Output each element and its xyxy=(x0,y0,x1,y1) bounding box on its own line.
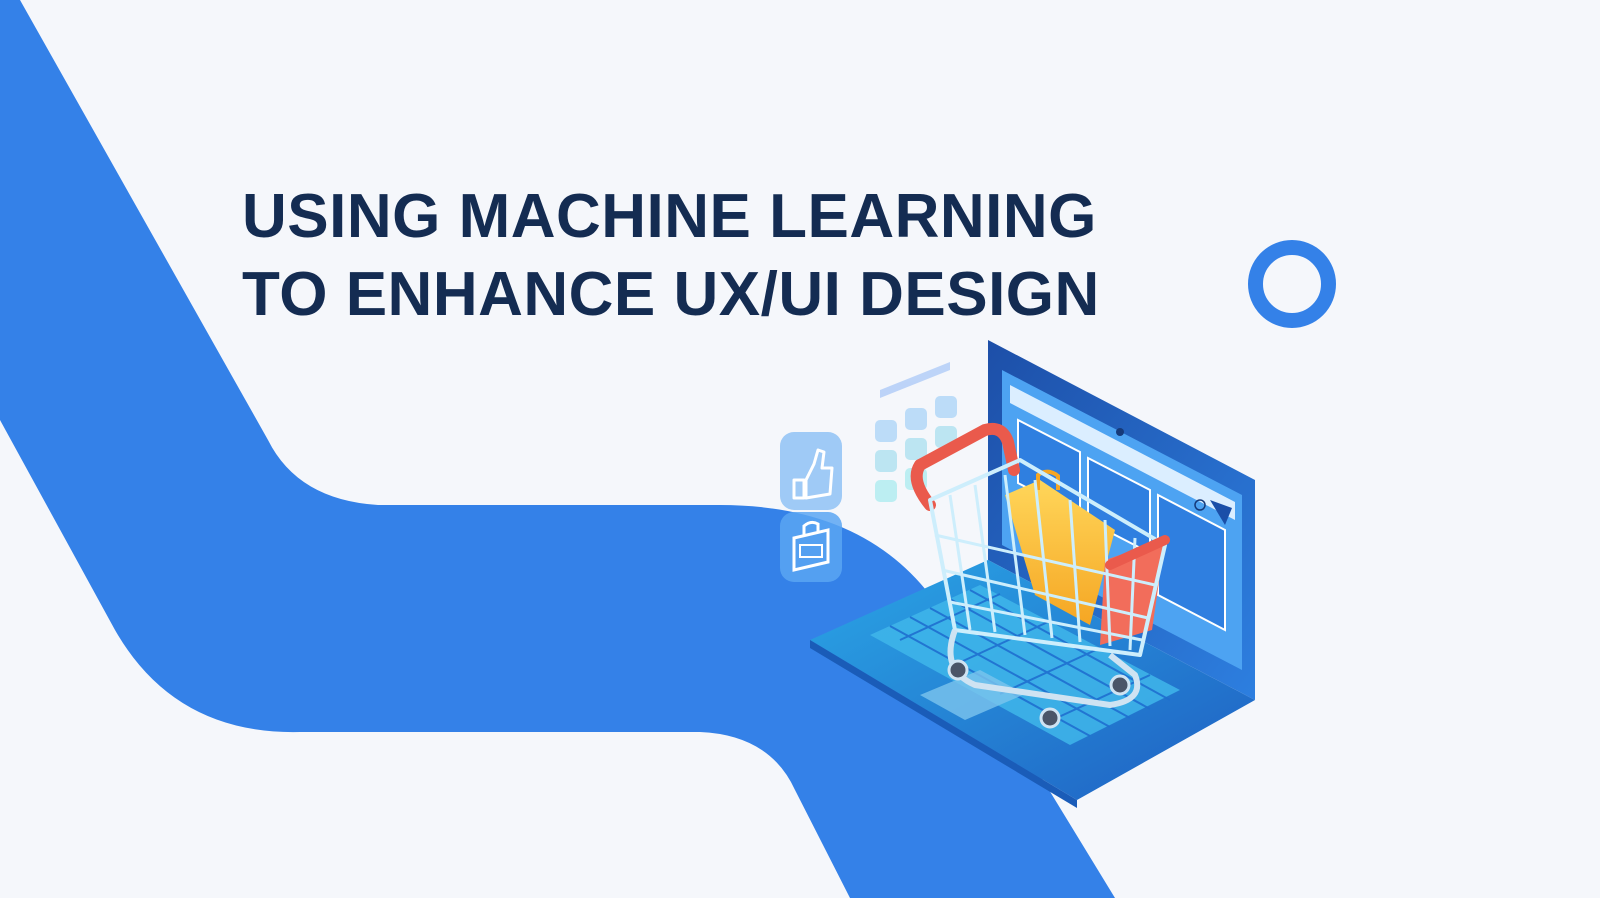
floating-grid-icon xyxy=(875,362,957,502)
laptop-cart-illustration xyxy=(780,340,1255,808)
search-icon xyxy=(1194,499,1206,511)
thumbs-up-icon xyxy=(780,432,842,510)
page-title: USING MACHINE LEARNING TO ENHANCE UX/UI … xyxy=(242,178,1100,334)
decorative-ring xyxy=(1248,240,1336,328)
shopping-cart xyxy=(910,422,1170,729)
mail-icon xyxy=(1210,500,1232,525)
title-line-2: TO ENHANCE UX/UI DESIGN xyxy=(242,260,1100,329)
title-line-1: USING MACHINE LEARNING xyxy=(242,182,1097,251)
shopping-bag-icon xyxy=(780,512,842,582)
